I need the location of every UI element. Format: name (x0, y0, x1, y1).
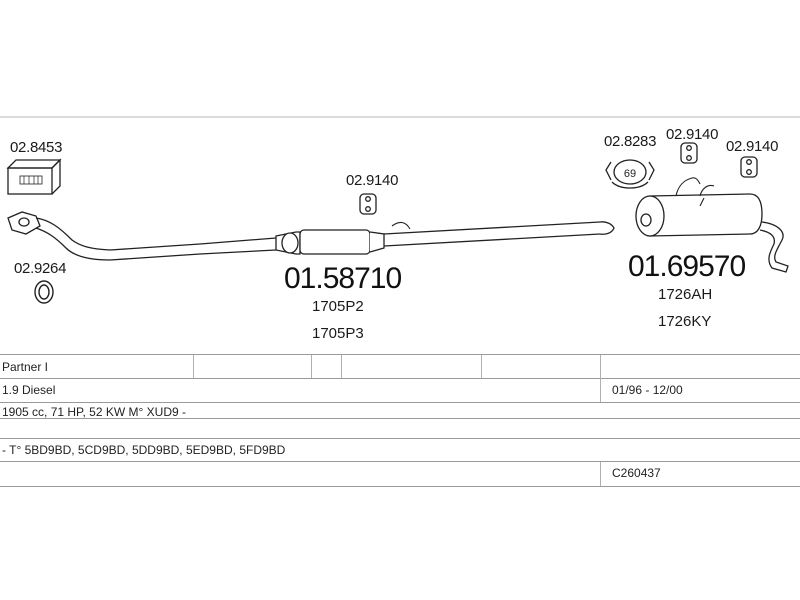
table-divider (600, 355, 601, 402)
rubber-hanger-rear-b-icon (740, 156, 758, 178)
engine-type-codes: - T° 5BD9BD, 5CD9BD, 5DD9BD, 5ED9BD, 5FD… (2, 443, 286, 457)
hanger-rear-a-part-number: 02.9140 (666, 126, 719, 143)
catalog-number: C260437 (612, 466, 661, 480)
table-line (0, 402, 800, 403)
table-divider (311, 355, 312, 378)
table-divider (481, 355, 482, 378)
rear-silencer-ref-1: 1726AH (658, 286, 713, 303)
rear-silencer-code: 01.69570 (628, 250, 746, 283)
table-divider (341, 355, 342, 378)
hanger-rear-b-part-number: 02.9140 (726, 138, 779, 155)
rubber-hanger-rear-a-icon (680, 142, 698, 164)
mid-pipe-code: 01.58710 (284, 262, 402, 295)
mid-pipe-ref-2: 1705P3 (312, 325, 364, 342)
table-divider (193, 355, 194, 378)
engine-spec: 1905 cc, 71 HP, 52 KW M° XUD9 - (2, 405, 186, 419)
table-divider (600, 462, 601, 486)
table-line (0, 354, 800, 355)
pipe-clamp-69-icon (605, 159, 655, 189)
table-line (0, 418, 800, 419)
engine-type: 1.9 Diesel (2, 383, 56, 397)
rear-silencer-drawing (635, 177, 789, 273)
production-dates: 01/96 - 12/00 (612, 383, 683, 397)
clamp-kit-box-icon (6, 158, 62, 195)
clamp-kit-part-number: 02.8453 (10, 139, 63, 156)
clamp-size-label: 69 (624, 168, 636, 180)
rubber-hanger-icon (359, 193, 377, 215)
gasket-ring-icon (34, 280, 54, 304)
table-line (0, 486, 800, 487)
gasket-part-number: 02.9264 (14, 260, 67, 277)
table-line (0, 378, 800, 379)
table-line (0, 438, 800, 439)
hanger-mid-part-number: 02.9140 (346, 172, 399, 189)
rear-silencer-ref-2: 1726KY (658, 313, 712, 330)
clamp-69-part-number: 02.8283 (604, 133, 657, 150)
vehicle-model: Partner I (2, 360, 49, 374)
mid-pipe-ref-1: 1705P2 (312, 298, 364, 315)
table-line (0, 461, 800, 462)
mid-pipe-drawing (7, 211, 615, 261)
